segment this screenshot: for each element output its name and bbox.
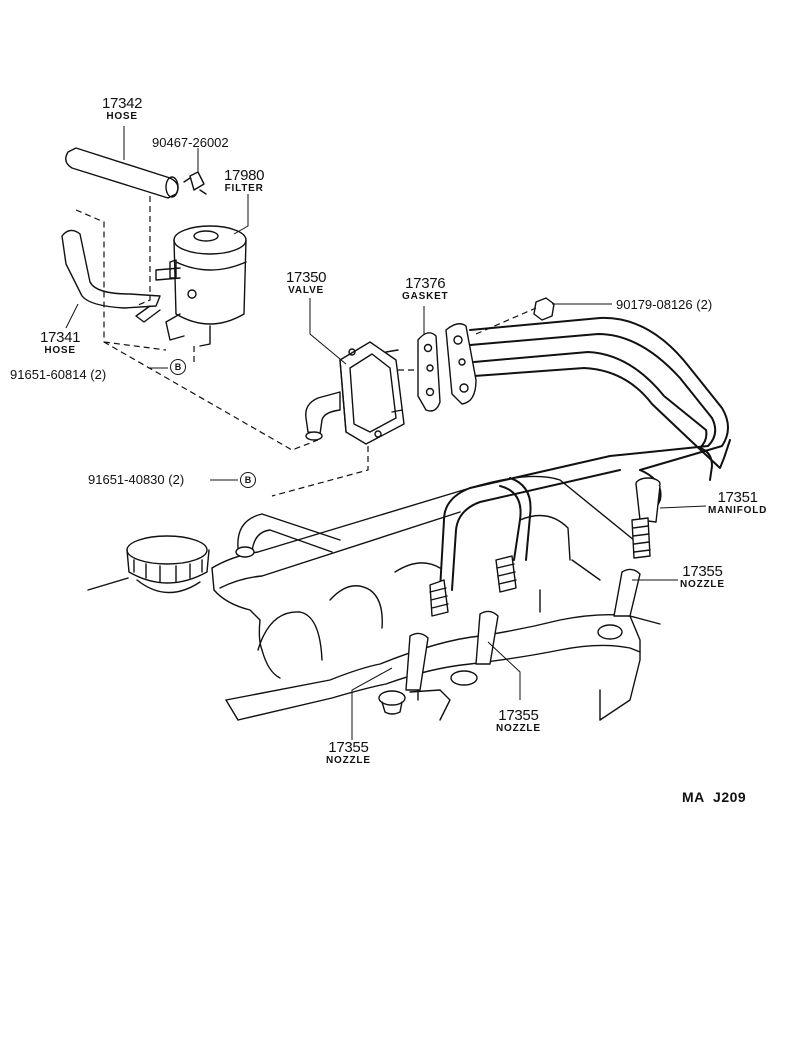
callout-bolt-filter: 91651-60814 (2) [10, 368, 106, 381]
nozzle-drawings [405, 568, 641, 691]
filter-drawing [155, 225, 247, 347]
part-number: 17376 [405, 275, 446, 292]
hose-drawings [61, 147, 207, 323]
part-number: 17355 [682, 563, 723, 580]
part-qty: (2) [90, 367, 107, 382]
callout-filter: 17980 FILTER [224, 167, 265, 194]
valve-drawing [305, 341, 405, 445]
part-number: 17341 [40, 329, 81, 346]
part-qty: (2) [696, 297, 713, 312]
callout-nozzle-center: 17355 NOZZLE [496, 708, 541, 734]
callout-nozzle-right: 17355 NOZZLE [680, 564, 725, 590]
manifold-pipes [429, 316, 731, 617]
part-number: 90179-08126 [616, 297, 693, 312]
callout-nozzle-left: 17355 NOZZLE [326, 740, 371, 766]
part-name: GASKET [402, 291, 449, 302]
part-number: 17355 [328, 739, 369, 756]
bolt-mark-b-icon: B [240, 472, 256, 488]
part-number: 17351 [717, 489, 758, 506]
part-number: 17980 [224, 167, 265, 184]
part-name: MANIFOLD [708, 505, 768, 516]
assembly-lines [75, 196, 537, 497]
part-name: HOSE [106, 111, 138, 122]
part-qty: (2) [168, 472, 185, 487]
callout-hose-upper: 17342 HOSE [102, 95, 143, 122]
part-number: 91651-40830 [88, 472, 165, 487]
callout-valve: 17350 VALVE [286, 269, 327, 296]
callout-nut: 90179-08126 (2) [616, 298, 712, 311]
part-name: HOSE [44, 345, 76, 356]
callout-bolt-valve: 91651-40830 (2) [88, 473, 184, 486]
diagram-code: MA J209 [682, 789, 747, 805]
leader-lines [65, 126, 707, 740]
part-name: NOZZLE [680, 579, 725, 590]
part-number: 91651-60814 [10, 367, 87, 382]
callout-manifold: 17351 MANIFOLD [708, 490, 767, 516]
nut-drawing [533, 297, 555, 321]
engine-block [87, 475, 661, 721]
callout-clamp: 90467-26002 [152, 135, 229, 150]
part-name: NOZZLE [496, 723, 541, 734]
bolt-mark-b-icon: B [170, 359, 186, 375]
part-name: NOZZLE [326, 755, 371, 766]
part-number: 17355 [498, 707, 539, 724]
callout-hose-lower: 17341 HOSE [40, 329, 81, 356]
part-number: 17342 [102, 95, 143, 112]
part-name: VALVE [288, 285, 325, 296]
gasket-drawing [417, 332, 441, 412]
part-number: 17350 [286, 269, 327, 286]
callout-gasket: 17376 GASKET [402, 276, 448, 302]
part-name: FILTER [224, 183, 264, 194]
